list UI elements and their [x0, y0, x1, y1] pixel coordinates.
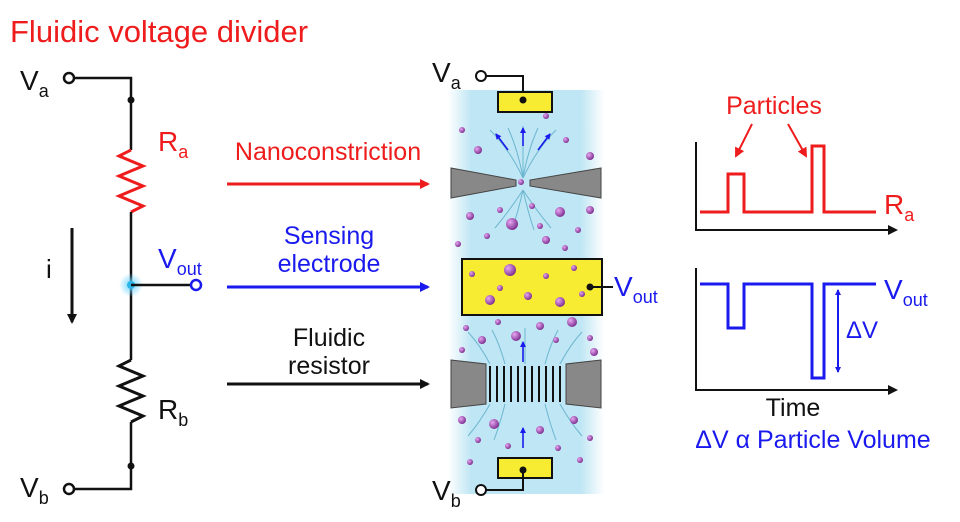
nanofluidic-device: Va Vout	[432, 57, 658, 511]
arrow-labels: Nanoconstriction Sensing electrode Fluid…	[227, 138, 430, 389]
particles	[455, 113, 598, 473]
formula-label: ΔV α Particle Volume	[695, 426, 930, 454]
fluidic-resistor-left	[450, 359, 487, 409]
sensing-electrode-dot	[586, 283, 594, 291]
flow-arrows-top	[495, 127, 551, 151]
page-title: Fluidic voltage divider	[10, 14, 308, 49]
ra-trace	[700, 144, 876, 214]
device-va-wire	[486, 75, 524, 98]
device-vb-terminal	[475, 484, 487, 496]
wire-bottom	[74, 422, 133, 491]
particles-arrow-right	[787, 123, 807, 158]
va-terminal	[62, 71, 76, 85]
fluidic-label-line2: resistor	[288, 352, 370, 380]
device-vb-wire	[486, 470, 524, 491]
wire-top	[74, 76, 133, 150]
circuit-rb-label: Rb	[158, 394, 188, 430]
vb-terminal	[62, 482, 76, 496]
resistor-rb	[115, 358, 147, 424]
time-label: Time	[766, 394, 821, 422]
resistor-ra	[115, 148, 147, 214]
top-electrode-dot	[519, 96, 527, 104]
device-va-terminal	[475, 70, 487, 82]
circuit-ra-label: Ra	[158, 126, 189, 162]
particles-arrow-left	[735, 123, 753, 158]
node-dot-bottom	[127, 462, 135, 470]
nanoconstriction-label: Nanoconstriction	[235, 138, 421, 166]
device-vout-label: Vout	[614, 271, 658, 307]
ra-trace-axes	[695, 142, 898, 235]
fluidic-label-line1: Fluidic	[293, 324, 365, 352]
signal-traces: Particles Ra Vout ΔV Time ΔV α Particle …	[695, 92, 931, 454]
sensing-label-line1: Sensing	[284, 222, 374, 250]
trace-ra-label: Ra	[884, 189, 915, 225]
nanochannel-walls	[489, 366, 561, 402]
circuit-vb-label: Vb	[20, 472, 49, 508]
current-label: i	[46, 254, 52, 284]
node-dot-top	[127, 96, 135, 104]
sensing-electrode	[461, 258, 603, 316]
vout-trace	[700, 282, 876, 380]
circuit-vout-label: Vout	[158, 243, 202, 279]
trace-vout-label: Vout	[884, 274, 928, 310]
device-va-label: Va	[432, 57, 462, 93]
vout-trace-axes	[695, 268, 898, 395]
device-vb-label: Vb	[432, 475, 461, 511]
delta-v-label: ΔV	[846, 317, 878, 344]
circuit-schematic: Va Ra Vout i Rb Vb	[20, 65, 203, 508]
nanoconstriction-left	[450, 167, 517, 199]
sensing-label-line2: electrode	[278, 250, 381, 278]
circuit-va-label: Va	[20, 65, 50, 101]
vout-terminal	[189, 278, 203, 292]
fluidic-resistor-right	[565, 359, 602, 409]
nanoconstriction-right	[529, 167, 602, 199]
particles-label: Particles	[726, 92, 822, 120]
